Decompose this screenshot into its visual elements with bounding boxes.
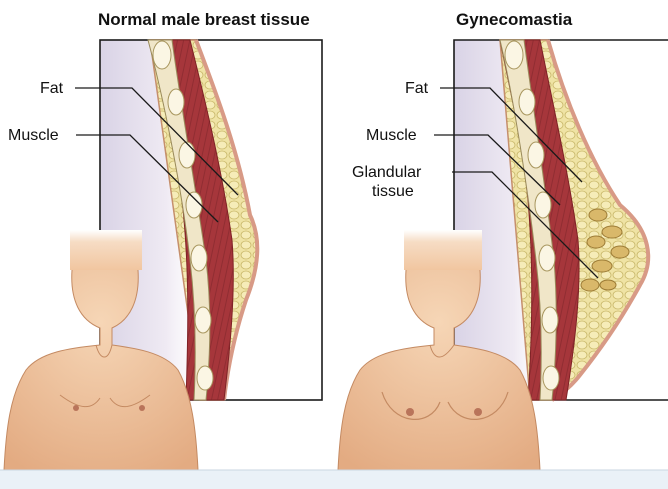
normal-rib [195, 307, 211, 333]
bottom-bar [0, 470, 668, 489]
gyno-label-glandular: Glandular [352, 164, 422, 181]
gyno-rib [535, 192, 551, 218]
gynecomastia-panel-title: Gynecomastia [456, 10, 573, 29]
normal-rib [168, 89, 184, 115]
normal-rib [186, 192, 202, 218]
normal-rib [191, 245, 207, 271]
normal-rib [153, 41, 171, 69]
gyno-rib [542, 307, 558, 333]
gyno-label-fat: Fat [405, 80, 429, 97]
normal-label-fat: Fat [40, 80, 64, 97]
gyno-label-muscle: Muscle [366, 127, 417, 144]
normal-panel-title: Normal male breast tissue [98, 10, 310, 29]
normal-rib [179, 142, 195, 168]
normal-label-muscle: Muscle [8, 127, 59, 144]
gyno-rib [539, 245, 555, 271]
gynecomastia-panel: Gynecomastia Fat Muscle Gl [338, 10, 668, 470]
normal-rib [197, 366, 213, 390]
gyno-rib [543, 366, 559, 390]
gyno-rib [528, 142, 544, 168]
gyno-label-tissue: tissue [372, 183, 414, 200]
gyno-rib [505, 41, 523, 69]
gyno-rib [519, 89, 535, 115]
normal-panel: Normal male breast tissue Fat Muscle [4, 10, 322, 470]
